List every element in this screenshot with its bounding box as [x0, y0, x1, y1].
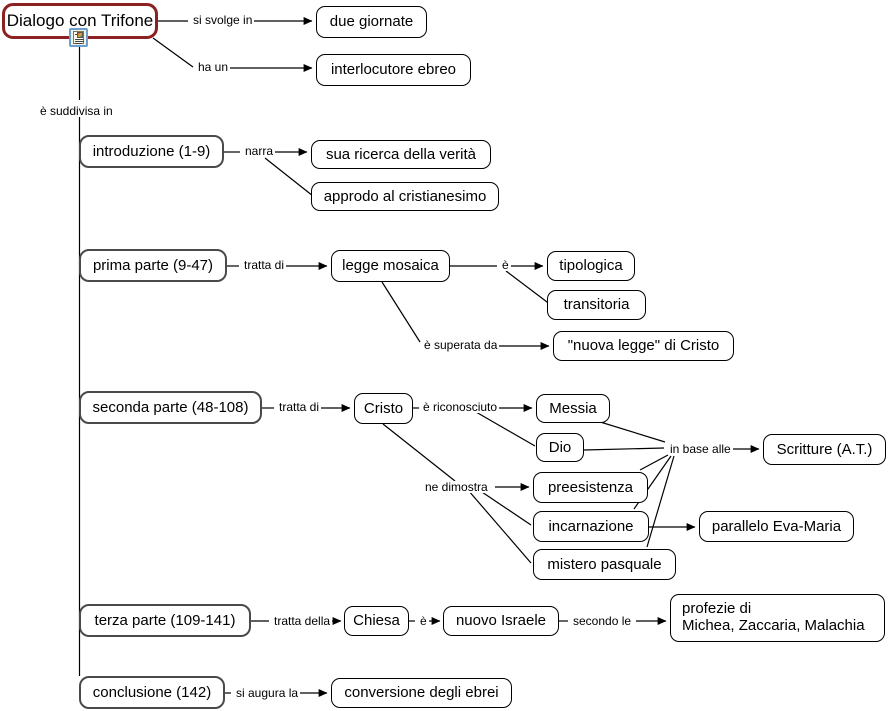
note-icon-thumbnail — [77, 32, 83, 38]
node-scritture-at[interactable]: Scritture (A.T.) — [763, 434, 886, 465]
edge-preesistenza-in-base-alle — [639, 454, 669, 471]
node-cristo-label: Cristo — [363, 399, 404, 417]
edge-riconosciuto-dio — [475, 411, 536, 447]
node-scritture-at-label: Scritture (A.T.) — [776, 440, 873, 458]
node-tipologica[interactable]: tipologica — [547, 251, 635, 281]
node-conversione-degli-ebrei-label: conversione degli ebrei — [344, 684, 499, 702]
node-conclusione-label: conclusione (142) — [92, 683, 212, 701]
edge-cristo-ne-dimostra — [382, 423, 456, 482]
edge-label-ha-un: ha un — [196, 60, 231, 74]
node-due-giornate[interactable]: due giornate — [316, 6, 427, 38]
node-seconda-parte[interactable]: seconda parte (48-108) — [79, 391, 262, 424]
node-seconda-parte-label: seconda parte (48-108) — [92, 398, 249, 416]
edge-e-transitoria — [505, 270, 552, 306]
edge-mistero-in-base-alle — [646, 455, 675, 548]
node-mistero-pasquale[interactable]: mistero pasquale — [533, 549, 676, 580]
edge-narra-approdo — [264, 157, 314, 197]
node-conclusione[interactable]: conclusione (142) — [79, 676, 225, 709]
node-messia-label: Messia — [549, 399, 597, 417]
node-sua-ricerca-della-verita-label: sua ricerca della verità — [325, 145, 477, 163]
edge-dio-in-base-alle — [583, 447, 665, 451]
node-dio-label: Dio — [548, 438, 572, 456]
node-preesistenza-label: preesistenza — [547, 478, 634, 496]
node-prima-parte[interactable]: prima parte (9-47) — [79, 249, 227, 282]
edge-label-e-riconosciuto: è riconosciuto — [421, 400, 500, 414]
node-introduzione-label: introduzione (1-9) — [92, 142, 211, 160]
node-root-label: Dialogo con Trifone — [6, 11, 154, 31]
edge-label-e-tipologica: è — [500, 258, 511, 272]
node-sua-ricerca-della-verita[interactable]: sua ricerca della verità — [311, 140, 491, 169]
edge-label-ne-dimostra: ne dimostra — [423, 480, 490, 494]
node-conversione-degli-ebrei[interactable]: conversione degli ebrei — [331, 678, 512, 708]
edge-root-ha-un — [152, 37, 194, 68]
node-prima-parte-label: prima parte (9-47) — [92, 256, 214, 274]
node-profezie-line-2: Michea, Zaccaria, Malachia — [682, 617, 865, 635]
node-transitoria-label: transitoria — [563, 296, 630, 314]
node-nuovo-israele[interactable]: nuovo Israele — [443, 606, 559, 636]
edge-label-tratta-di-prima: tratta di — [242, 258, 287, 272]
node-interlocutore-ebreo[interactable]: interlocutore ebreo — [316, 54, 471, 86]
edge-label-si-svolge-in: si svolge in — [191, 13, 255, 27]
edge-label-tratta-della: tratta della — [272, 614, 333, 628]
node-profezie-line-1: profezie di — [682, 600, 752, 617]
node-nuova-legge-di-cristo[interactable]: "nuova legge" di Cristo — [553, 331, 734, 361]
node-chiesa-label: Chiesa — [353, 612, 400, 630]
edge-label-si-augura-la: si augura la — [234, 686, 301, 700]
edge-label-narra: narra — [243, 144, 276, 158]
node-due-giornate-label: due giornate — [329, 13, 414, 31]
edge-messia-in-base-alle — [596, 420, 666, 443]
note-icon[interactable] — [69, 28, 88, 47]
edge-label-e-superata-da: è superata da — [422, 338, 500, 352]
node-introduzione[interactable]: introduzione (1-9) — [79, 135, 224, 168]
edge-label-secondo-le: secondo le — [571, 614, 634, 628]
note-icon-line-3 — [75, 41, 84, 42]
node-parallelo-eva-maria[interactable]: parallelo Eva-Maria — [699, 511, 854, 542]
node-legge-mosaica[interactable]: legge mosaica — [331, 250, 450, 282]
node-cristo[interactable]: Cristo — [354, 393, 413, 424]
node-preesistenza[interactable]: preesistenza — [533, 472, 648, 503]
node-mistero-pasquale-label: mistero pasquale — [547, 555, 662, 573]
node-legge-mosaica-label: legge mosaica — [342, 257, 439, 275]
edge-label-e-nuovo-israele: è — [418, 614, 429, 628]
node-profezie[interactable]: profezie di Michea, Zaccaria, Malachia — [670, 594, 885, 642]
node-chiesa[interactable]: Chiesa — [344, 606, 409, 636]
node-interlocutore-ebreo-label: interlocutore ebreo — [330, 61, 457, 79]
node-incarnazione-label: incarnazione — [548, 517, 634, 535]
edge-legge-mosaica-superata — [381, 281, 421, 343]
node-incarnazione[interactable]: incarnazione — [533, 511, 649, 542]
node-approdo-al-cristianesimo-label: approdo al cristianesimo — [323, 187, 487, 205]
node-transitoria[interactable]: transitoria — [547, 290, 646, 320]
edge-label-tratta-di-seconda: tratta di — [277, 400, 322, 414]
node-tipologica-label: tipologica — [559, 257, 623, 275]
node-terza-parte-label: terza parte (109-141) — [94, 611, 236, 629]
node-parallelo-eva-maria-label: parallelo Eva-Maria — [711, 517, 842, 535]
node-nuovo-israele-label: nuovo Israele — [455, 612, 547, 630]
node-approdo-al-cristianesimo[interactable]: approdo al cristianesimo — [311, 182, 499, 211]
edge-label-in-base-alle: in base alle — [668, 442, 733, 456]
note-icon-line-4 — [75, 43, 82, 44]
node-terza-parte[interactable]: terza parte (109-141) — [79, 604, 251, 637]
node-nuova-legge-di-cristo-label: "nuova legge" di Cristo — [567, 337, 720, 355]
note-icon-line-2 — [75, 39, 84, 40]
edge-label-e-suddivisa-in: è suddivisa in — [38, 104, 115, 118]
edge-ne-dimostra-mistero — [467, 489, 532, 564]
node-messia[interactable]: Messia — [536, 394, 610, 423]
node-dio[interactable]: Dio — [536, 433, 584, 462]
